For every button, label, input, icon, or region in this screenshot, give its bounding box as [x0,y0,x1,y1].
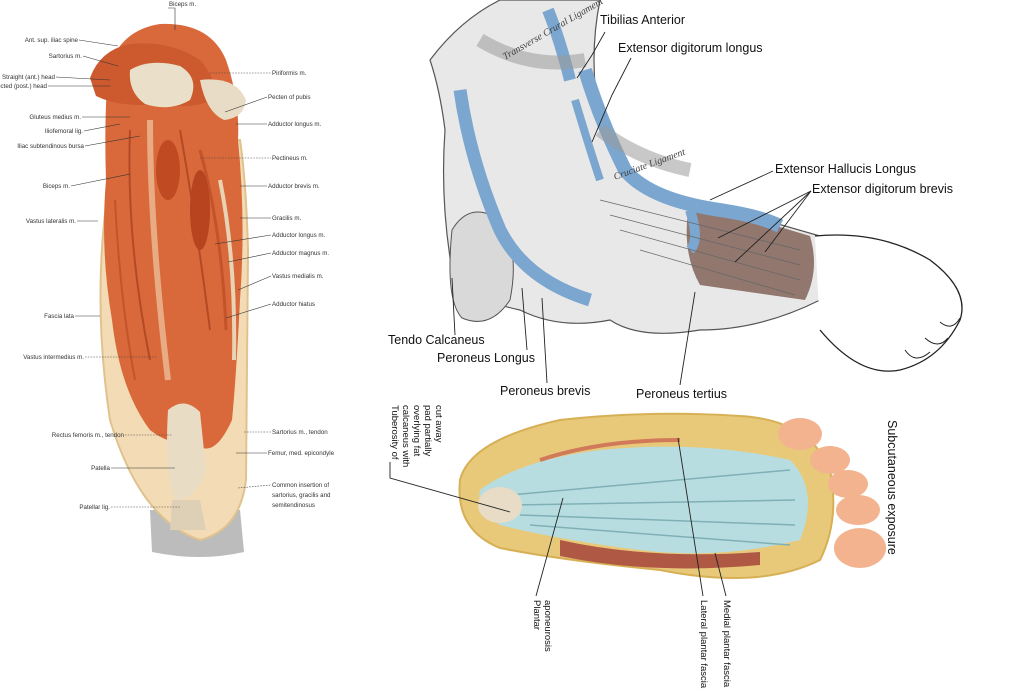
sole-subtitle: Subcutaneous exposure [885,420,899,555]
ankle-label: Peroneus tertius [636,387,727,401]
sole-leader-line [677,437,704,597]
ankle-label: Extensor Hallucis Longus [775,162,916,176]
thigh-label: Biceps m. [169,1,196,8]
sole-leader-lines [389,437,727,597]
thigh-label: Gracilis m. [272,215,301,222]
sole-leader-line [389,462,511,513]
ankle-leader-line [764,190,812,253]
thigh-label: Iliac subtendinous bursa [17,143,84,150]
ankle-label: Extensor digitorum longus [618,41,763,55]
ankle-label: Peroneus Longus [437,351,535,365]
sole-illustration: Subcutaneous exposure [458,412,899,579]
thigh-leader-line [224,96,268,113]
ankle-leader-line [679,291,696,386]
ankle-leader-line [709,170,774,201]
thigh-label: Biceps m. [43,183,70,190]
sole-leader-line [535,497,564,597]
thigh-label: semitendinosus [272,502,315,509]
thigh-label: Gluteus medius m. [29,114,81,121]
ankle-label: Tibilias Anterior [600,13,685,27]
thigh-label: Adductor magnus m. [272,250,329,257]
thigh-label: Reflected (post.) head [0,83,48,90]
thigh-label: Vastus medialis m. [272,273,324,280]
sole-label: Tuberosity of [389,405,400,460]
ankle-leader-line [541,297,548,384]
thigh-label: Adductor brevis m. [268,183,320,190]
ankle-leader-line [734,190,812,263]
thigh-leader-line [168,7,176,30]
ankle-label: Tendo Calcaneus [388,333,485,347]
thigh-label: Vastus lateralis m. [26,218,76,225]
thigh-labels: Biceps m. Ant. sup. iliac spineSartorius … [0,1,335,511]
sole-label: Medial plantar fascia [721,600,732,688]
ankle-leader-line [451,277,456,336]
thigh-label: Sartorius m. [49,53,83,60]
sole-label: calcaneus with [400,405,411,467]
thigh-leader-lines [48,7,272,508]
thigh-label: Adductor hiatus [272,301,315,308]
thigh-label: Ant. sup. iliac spine [25,37,79,44]
sole-label: aponeurosis [542,600,553,652]
thigh-leader-line [55,76,111,81]
sole-label: Plantar [531,600,542,630]
thigh-label: Straight (ant.) head [2,74,56,81]
thigh-label: Patellar lig. [79,504,110,511]
thigh-leader-line [214,234,272,245]
thigh-label: Patella [91,465,110,472]
thigh-label: Rectus femoris m., tendon [52,432,125,439]
thigh-leader-line [70,173,131,187]
thigh-leader-line [83,123,121,132]
sole-leader-line [714,552,727,597]
thigh-label: Vastus intermedius m. [23,354,84,361]
thigh-label: Sartorius m., tendon [272,429,328,436]
ankle-leader-line [521,287,528,351]
thigh-illustration [90,23,250,557]
ankle-leader-lines [451,31,812,386]
sole-label: overlying fat [411,405,422,457]
ankle-label: Peroneus brevis [500,384,590,398]
thigh-label: sartorius, gracilis and [272,492,331,499]
thigh-label: Fascia lata [44,313,74,320]
thigh-leader-line [227,252,272,263]
sole-label: cut away [433,405,444,443]
ankle-leader-line [717,190,812,239]
thigh-leader-line [82,55,119,67]
ankle-leader-line [576,31,606,79]
thigh-label: Piriformis m. [272,70,307,77]
sole-label: pad partially [422,405,433,456]
thigh-label: Pectineus m. [272,155,308,162]
sole-label: Lateral plantar fascia [698,600,709,689]
thigh-leader-line [78,39,119,47]
thigh-leader-line [225,303,272,319]
thigh-label: Common insertion of [272,482,329,489]
ankle-leader-line [591,57,632,143]
thigh-label: Iliofemoral lig. [45,128,83,135]
thigh-leader-line [84,135,141,147]
thigh-leader-line [237,275,272,291]
ankle-illustration: Transverse Crural Ligament Cruciate Liga… [429,0,963,372]
thigh-label: Adductor longus m. [272,232,326,239]
ankle-label: Extensor digitorum brevis [812,182,953,196]
thigh-label: Pecten of pubis [268,94,311,101]
thigh-label: Femur, med. epicondyle [268,450,335,457]
thigh-label: Adductor longus m. [268,121,322,128]
